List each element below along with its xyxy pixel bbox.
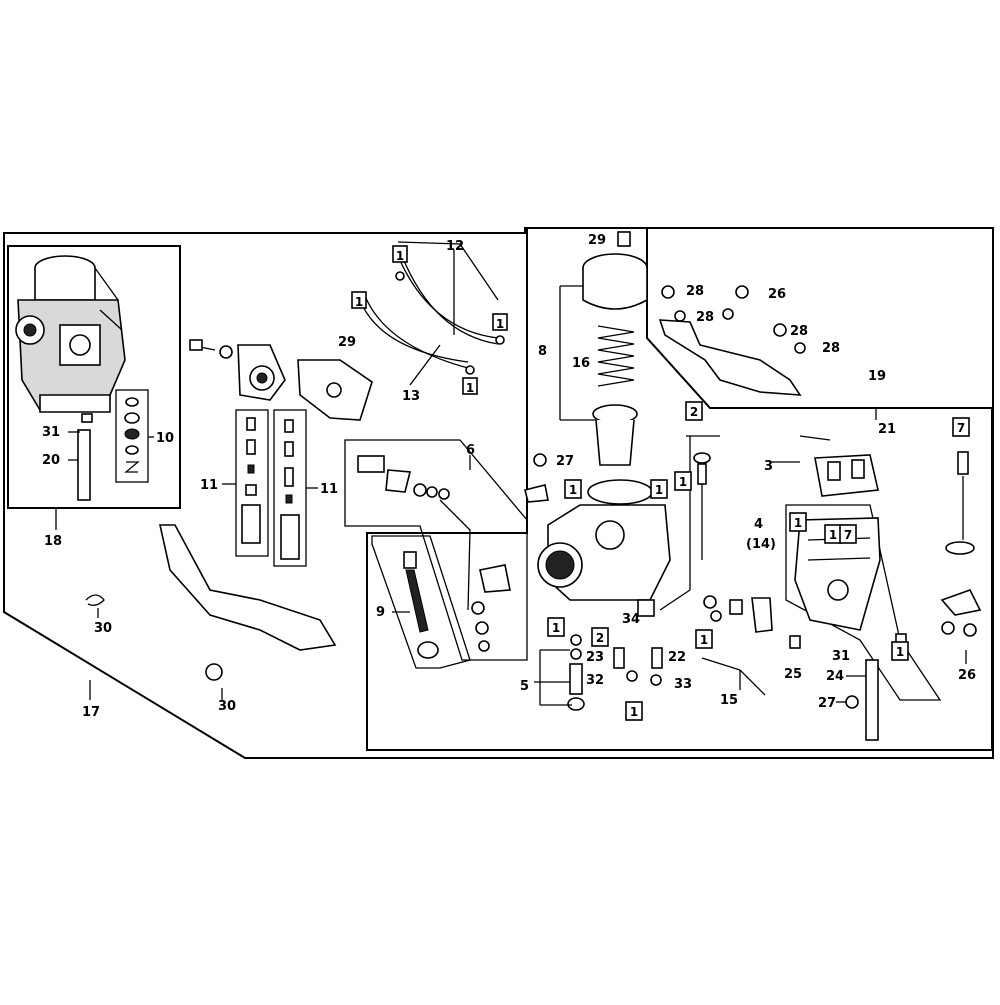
label-28-d: 28 bbox=[822, 341, 840, 356]
svg-text:1: 1 bbox=[466, 381, 474, 395]
label-4: 4 bbox=[754, 517, 763, 532]
label-17: 17 bbox=[82, 705, 100, 720]
label-6: 6 bbox=[466, 443, 475, 458]
svg-text:1: 1 bbox=[679, 475, 687, 489]
svg-text:1: 1 bbox=[700, 633, 708, 647]
part-labels: 3 4 (14) 5 6 8 9 10 11 11 12 13 15 16 17… bbox=[42, 233, 976, 720]
carburetor-body-illustration bbox=[524, 453, 671, 617]
label-21: 21 bbox=[878, 422, 896, 437]
label-31-left: 31 bbox=[42, 425, 60, 440]
label-26-top: 26 bbox=[768, 287, 786, 302]
throttle-link-illustration bbox=[357, 455, 511, 652]
label-9: 9 bbox=[376, 605, 385, 620]
label-27-lower: 27 bbox=[818, 696, 836, 711]
svg-text:1: 1 bbox=[396, 249, 404, 263]
svg-text:7: 7 bbox=[957, 421, 965, 435]
float-chamber-illustration bbox=[794, 517, 881, 631]
float-illustration bbox=[799, 435, 879, 497]
carburetor-assembly-illustration bbox=[15, 255, 126, 501]
throttle-bracket-right-illustration bbox=[658, 285, 806, 396]
leader-lines bbox=[55, 250, 967, 706]
label-28-a: 28 bbox=[686, 284, 704, 299]
label-30-upper: 30 bbox=[94, 621, 112, 636]
needle-box bbox=[371, 535, 471, 669]
label-29-hose: 29 bbox=[338, 335, 356, 350]
label-24: 24 bbox=[826, 669, 844, 684]
label-22: 22 bbox=[668, 650, 686, 665]
choke-body-illustration bbox=[189, 339, 373, 421]
label-23: 23 bbox=[586, 650, 604, 665]
needle-jet-illustration bbox=[686, 435, 720, 560]
label-33: 33 bbox=[674, 677, 692, 692]
svg-text:1: 1 bbox=[829, 528, 837, 542]
choke-cable-illustration bbox=[940, 451, 982, 637]
fuel-hoses-illustration bbox=[351, 241, 508, 395]
label-12: 12 bbox=[446, 239, 464, 254]
label-3: 3 bbox=[764, 459, 773, 474]
label-8: 8 bbox=[538, 344, 547, 359]
left-jet-set-box bbox=[235, 409, 269, 557]
boxed-reference-7: 7 7 bbox=[839, 417, 970, 544]
label-32: 32 bbox=[586, 673, 604, 688]
label-20: 20 bbox=[42, 453, 60, 468]
label-26-bottom: 26 bbox=[958, 668, 976, 683]
label-19: 19 bbox=[868, 369, 886, 384]
label-28-b: 28 bbox=[696, 310, 714, 325]
label-16: 16 bbox=[572, 356, 590, 371]
label-4-alt: (14) bbox=[746, 537, 776, 552]
clip-30-lower bbox=[205, 663, 223, 681]
needle-illustration bbox=[403, 551, 439, 659]
clip-30-upper bbox=[85, 594, 105, 606]
svg-text:1: 1 bbox=[355, 295, 363, 309]
piston-illustration bbox=[592, 404, 638, 466]
label-18: 18 bbox=[44, 534, 62, 549]
label-11-right: 11 bbox=[320, 482, 338, 497]
svg-text:1: 1 bbox=[569, 483, 577, 497]
label-25: 25 bbox=[784, 667, 802, 682]
svg-text:2: 2 bbox=[690, 405, 698, 419]
label-28-c: 28 bbox=[790, 324, 808, 339]
drain-parts-illustration bbox=[703, 595, 907, 741]
label-29-top: 29 bbox=[588, 233, 606, 248]
label-27-upper: 27 bbox=[556, 454, 574, 469]
svg-text:1: 1 bbox=[794, 516, 802, 530]
jet-stack-illustration bbox=[567, 634, 663, 711]
svg-text:1: 1 bbox=[552, 621, 560, 635]
svg-text:1: 1 bbox=[496, 317, 504, 331]
label-11-left: 11 bbox=[200, 478, 218, 493]
jet-set-illustration bbox=[241, 417, 300, 560]
label-30-lower: 30 bbox=[218, 699, 236, 714]
svg-text:1: 1 bbox=[655, 483, 663, 497]
svg-text:1: 1 bbox=[630, 705, 638, 719]
label-13: 13 bbox=[402, 389, 420, 404]
boxed-reference-2: 2 2 bbox=[591, 401, 703, 647]
throttle-link-box bbox=[344, 439, 528, 661]
spring-illustration bbox=[597, 325, 635, 387]
throttle-bracket-box bbox=[647, 227, 994, 409]
label-31-right: 31 bbox=[832, 649, 850, 664]
svg-text:2: 2 bbox=[596, 631, 604, 645]
label-15: 15 bbox=[720, 693, 738, 708]
carburetor-assembly-box bbox=[7, 245, 181, 509]
svg-text:7: 7 bbox=[844, 528, 852, 542]
svg-text:1: 1 bbox=[896, 645, 904, 659]
label-34: 34 bbox=[622, 612, 640, 627]
gasket-set-illustration bbox=[124, 397, 140, 473]
top-cap-illustration bbox=[582, 231, 648, 310]
label-5: 5 bbox=[520, 679, 529, 694]
gasket-set-box bbox=[115, 389, 149, 483]
boxed-reference-1: 1 1 1 1 1 1 1 1 1 1 1 1 1 bbox=[355, 249, 909, 721]
label-10: 10 bbox=[156, 431, 174, 446]
throttle-bracket-illustration bbox=[159, 524, 337, 651]
